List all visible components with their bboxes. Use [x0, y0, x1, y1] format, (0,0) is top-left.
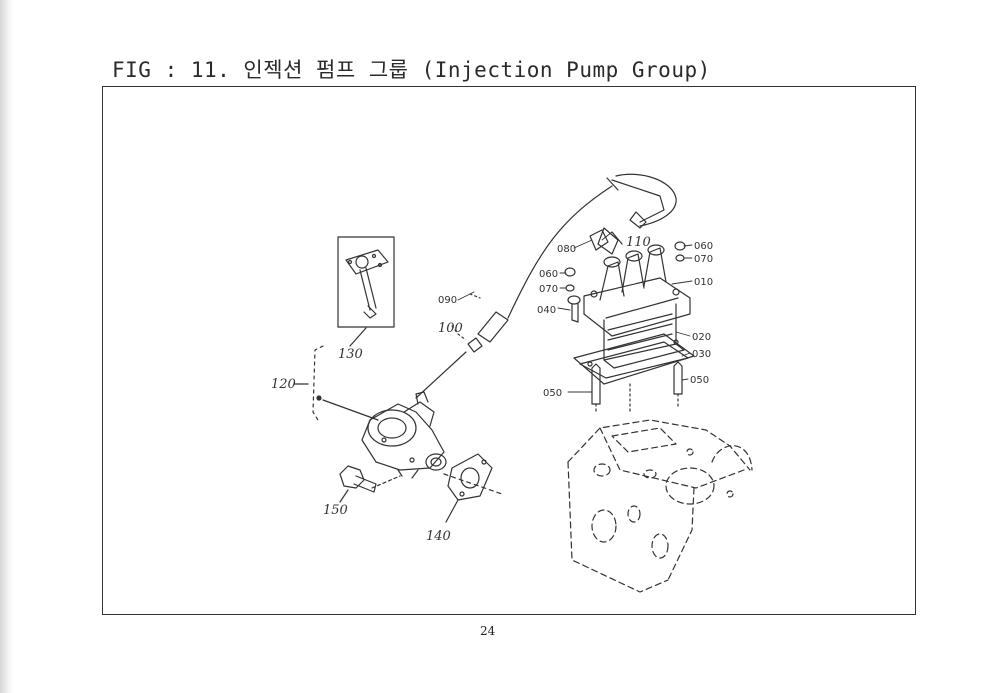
callout-020: 020: [692, 332, 711, 343]
callout-050-right: 050: [690, 375, 709, 386]
callout-090: 090: [438, 295, 457, 306]
part-130-inset: [337, 236, 395, 347]
callout-140: 140: [426, 529, 451, 544]
engine-block-outline: [567, 419, 753, 593]
gasket-030: [573, 333, 695, 385]
callout-070-left: 070: [539, 284, 558, 295]
callout-150: 150: [323, 503, 348, 518]
bolt-150: [339, 465, 401, 503]
figure-title: FIG : 11. 인젝션 펌프 그룹 (Injection Pump Grou…: [112, 58, 711, 82]
hose-090: [415, 293, 509, 399]
feed-pump-body: [361, 391, 447, 479]
figure-frame: [102, 86, 916, 615]
callout-060-top: 060: [694, 241, 713, 252]
fuel-line: [507, 173, 677, 319]
callout-leaders: [457, 231, 693, 393]
callout-080: 080: [557, 244, 576, 255]
page-number: 24: [480, 624, 496, 638]
gasket-140: [443, 453, 503, 523]
callout-050-left: 050: [543, 388, 562, 399]
callout-070-top: 070: [694, 254, 713, 265]
injection-pump-assembly: [583, 227, 691, 337]
callout-130: 130: [338, 347, 363, 362]
part-120-bracket: [293, 345, 379, 421]
scan-edge-shadow: [0, 0, 14, 693]
callout-100: 100: [438, 321, 463, 336]
callout-030: 030: [692, 349, 711, 360]
small-parts: [564, 229, 686, 415]
callout-060-left: 060: [539, 269, 558, 280]
callout-010: 010: [694, 277, 713, 288]
callout-040: 040: [537, 305, 556, 316]
pump-body-020: [603, 303, 685, 369]
callout-120: 120: [271, 377, 296, 392]
callout-110: 110: [626, 235, 651, 250]
